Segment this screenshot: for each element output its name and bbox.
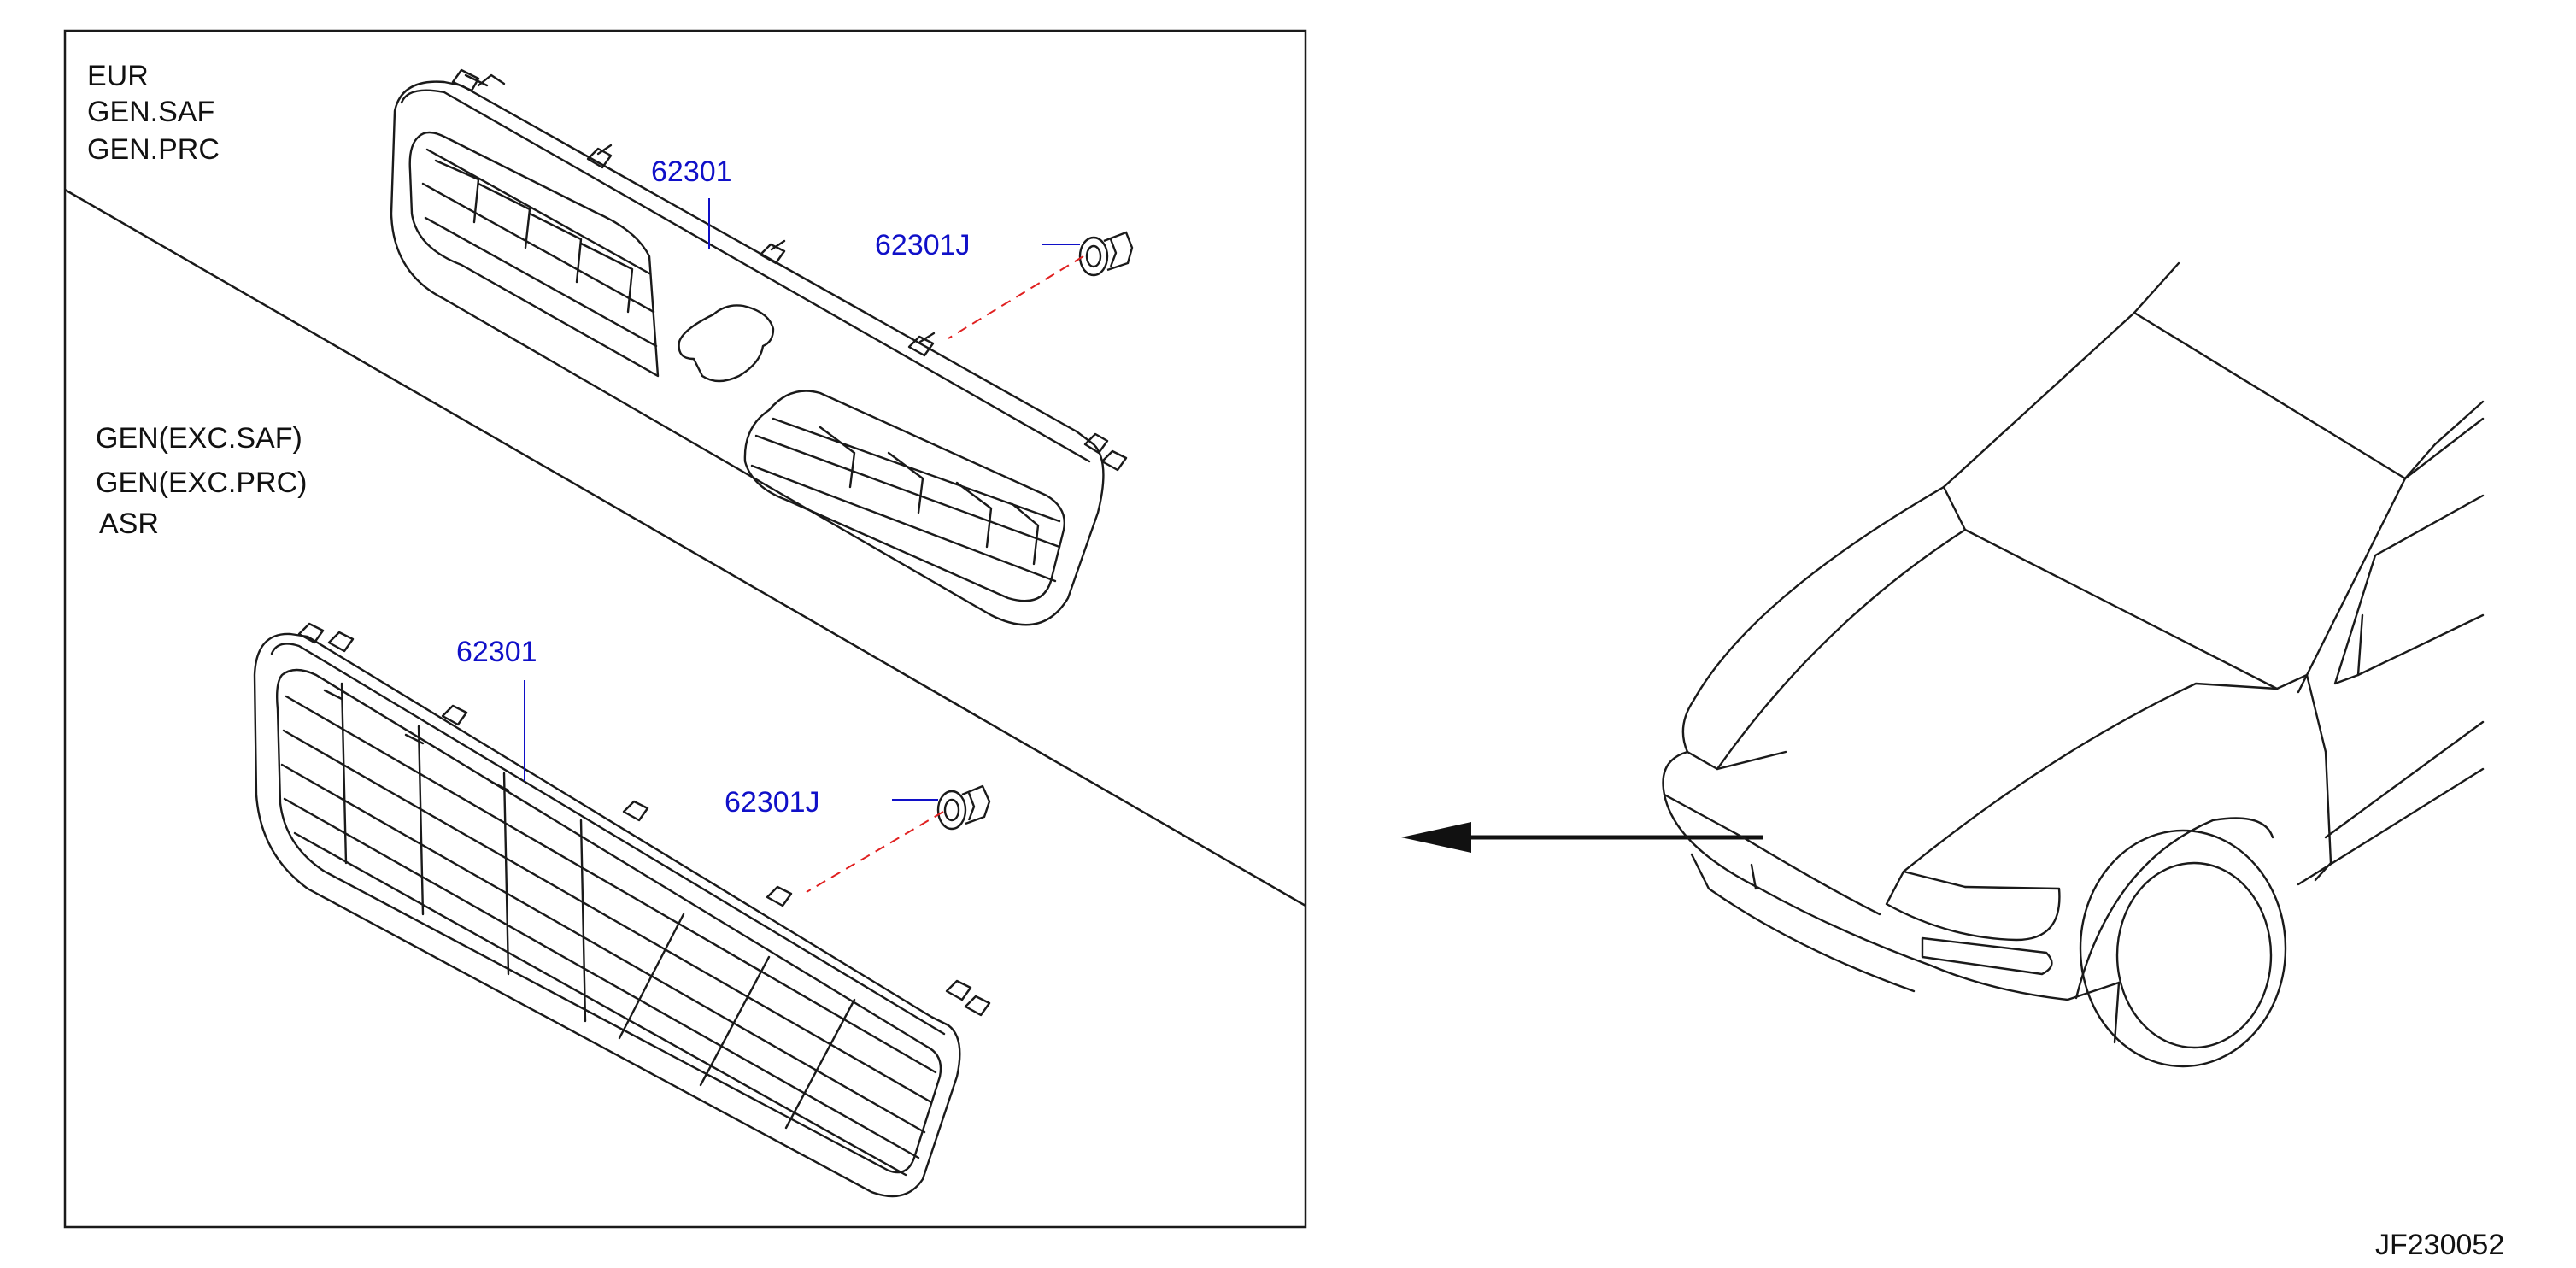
callout-grille-top: 62301 (651, 156, 732, 188)
variant-label-gen-prc: GEN.PRC (87, 133, 220, 166)
panel-divider-line (64, 188, 1306, 907)
diagram-code: JF230052 (2375, 1229, 2504, 1261)
grille-bottom-drawing (253, 622, 991, 1198)
variant-label-asr: ASR (99, 508, 159, 540)
leader-clip-bottom-dashed (806, 811, 944, 893)
car-front-drawing (1662, 261, 2485, 1068)
clip-top-drawing (1078, 231, 1134, 277)
location-arrow (1401, 822, 1763, 853)
clip-bottom-drawing (936, 784, 991, 831)
callout-grille-bottom: 62301 (456, 636, 537, 668)
variant-label-gen-saf: GEN.SAF (87, 96, 214, 128)
callout-clip-top: 62301J (875, 229, 971, 261)
inset-panel-frame (63, 29, 1307, 1229)
variant-label-gen-exc-saf: GEN(EXC.SAF) (96, 422, 302, 455)
variant-label-gen-exc-prc: GEN(EXC.PRC) (96, 467, 307, 499)
variant-label-eur: EUR (87, 60, 149, 92)
grille-top-drawing (390, 68, 1128, 626)
callout-clip-bottom: 62301J (725, 786, 820, 819)
leader-clip-top-dashed (948, 255, 1084, 339)
